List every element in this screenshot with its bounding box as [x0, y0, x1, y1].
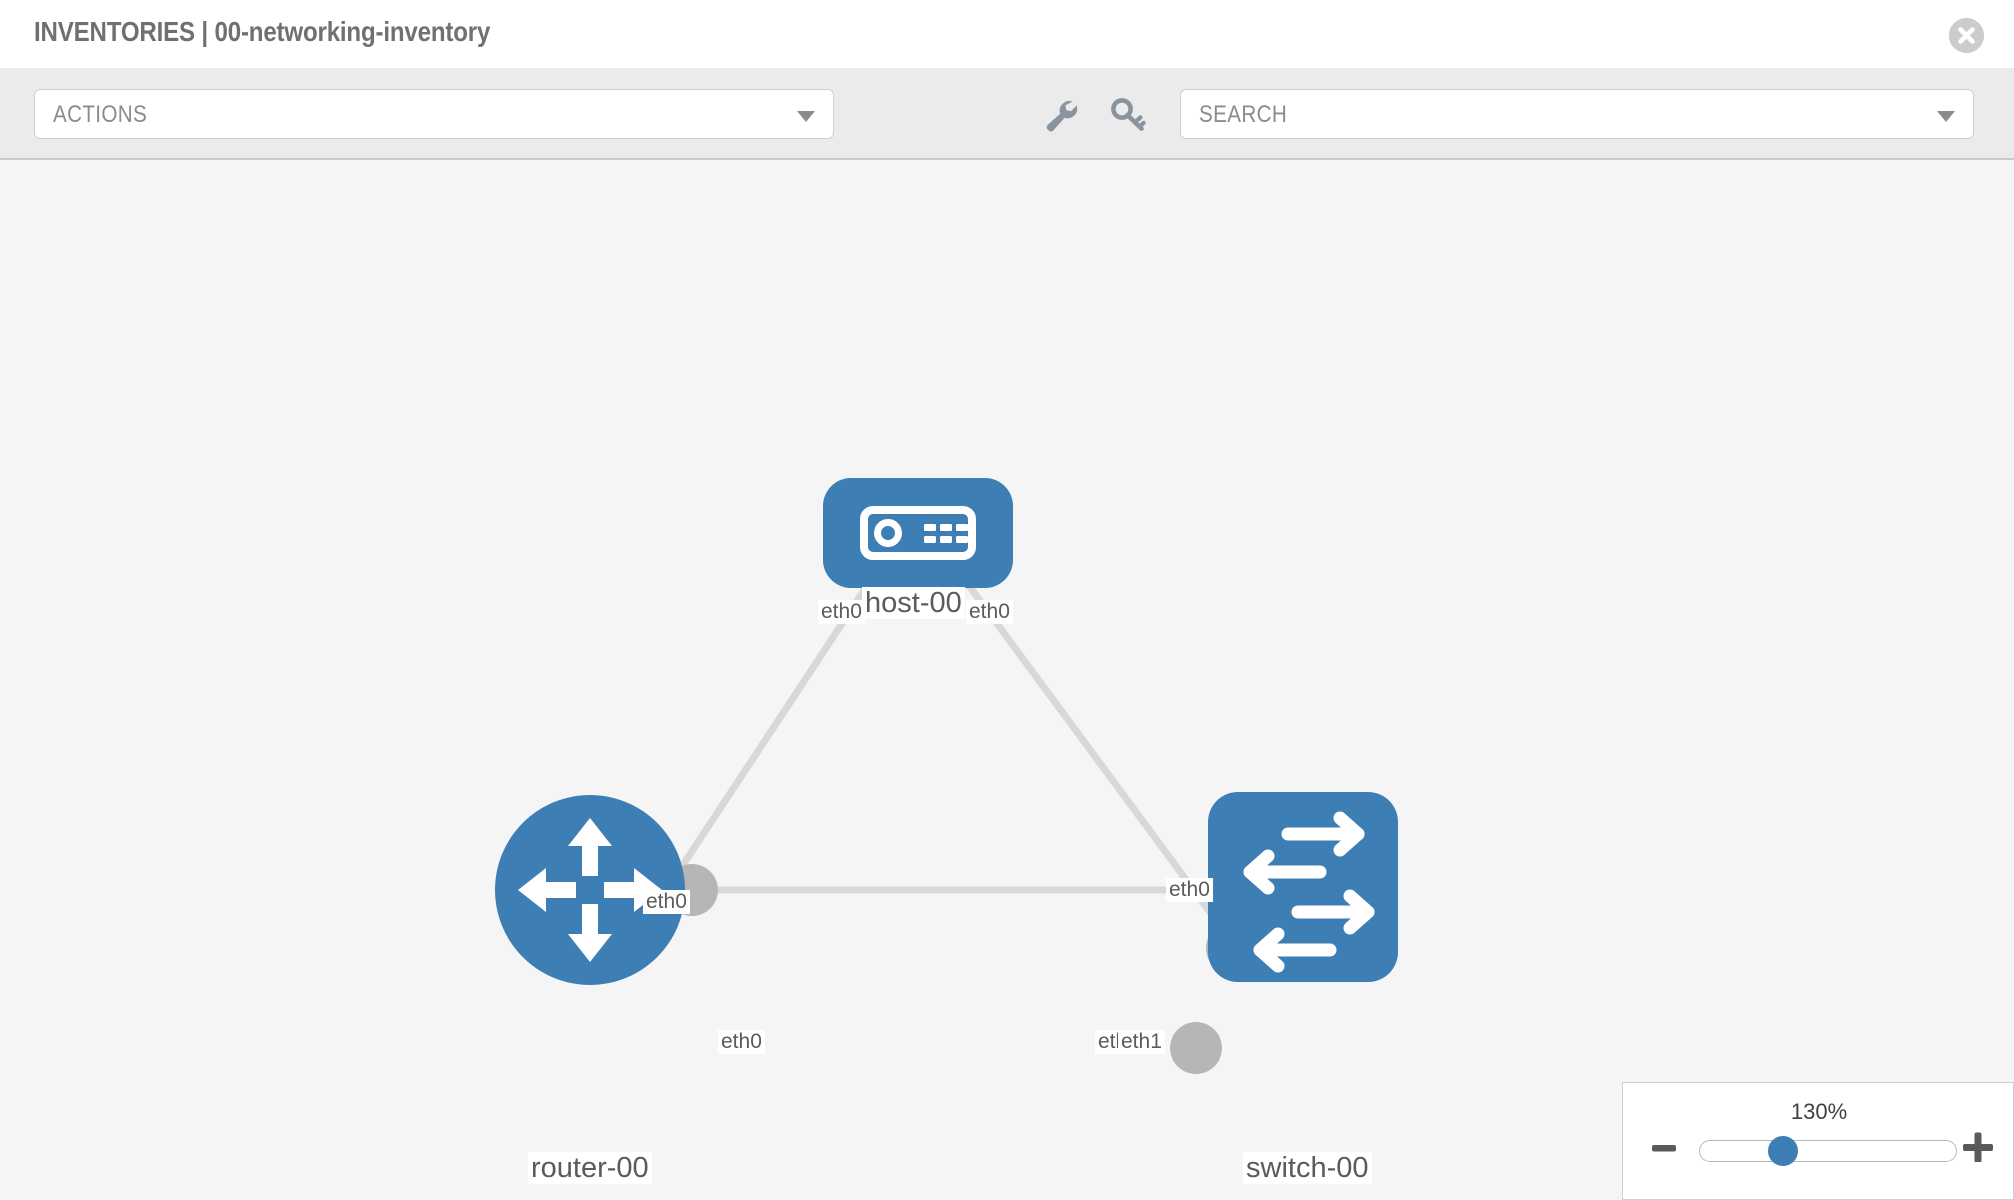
- iface-label-host00-eth0-left: eth0: [818, 600, 865, 625]
- key-icon[interactable]: [1108, 96, 1150, 134]
- zoom-control-panel: 130%: [1622, 1082, 2014, 1200]
- zoom-level-value: 130%: [1790, 1099, 1848, 1124]
- iface-label-router00-link-host: eth0: [643, 890, 690, 915]
- actions-dropdown-label: ACTIONS: [53, 101, 148, 128]
- server-icon: [860, 506, 976, 560]
- iface-label-switch00-eth1: eth1: [1118, 1030, 1165, 1055]
- node-switch-00: [1208, 792, 1398, 982]
- topology-canvas[interactable]: eth0 host-00 eth0 eth0 eth0 eth0 eth0 et…: [0, 160, 2014, 1200]
- node-label-host-00: host-00: [862, 587, 965, 620]
- toolbar: ACTIONS SEARCH: [0, 68, 2014, 160]
- search-placeholder: SEARCH: [1199, 101, 1288, 128]
- close-icon[interactable]: [1949, 18, 1984, 53]
- plus-icon[interactable]: [1963, 1132, 1993, 1163]
- iface-label-router00-eth0: eth0: [718, 1030, 765, 1055]
- minus-icon[interactable]: [1651, 1135, 1677, 1161]
- topology-graph: [495, 478, 1398, 1074]
- node-host-00: [823, 478, 1013, 588]
- switch-icon: [1243, 811, 1375, 973]
- actions-dropdown[interactable]: ACTIONS: [34, 89, 834, 139]
- topology-ports: [666, 542, 1258, 1074]
- page-title: INVENTORIES | 00-networking-inventory: [34, 16, 491, 47]
- search-input[interactable]: SEARCH: [1180, 89, 1974, 139]
- chevron-down-icon: [797, 111, 815, 122]
- iface-label-switch00-link-host: eth0: [1166, 878, 1213, 903]
- wrench-icon[interactable]: [1040, 96, 1082, 134]
- node-label-switch-00: switch-00: [1243, 1152, 1372, 1185]
- node-label-router-00: router-00: [528, 1152, 652, 1185]
- zoom-slider[interactable]: [1699, 1140, 1957, 1162]
- port-switch00-eth1: [1170, 1022, 1222, 1074]
- iface-label-host00-eth0-right: eth0: [966, 600, 1013, 625]
- node-router-00: [495, 795, 685, 985]
- page-header: INVENTORIES | 00-networking-inventory: [0, 0, 2014, 68]
- chevron-down-icon: [1937, 111, 1955, 122]
- zoom-slider-thumb[interactable]: [1768, 1136, 1798, 1166]
